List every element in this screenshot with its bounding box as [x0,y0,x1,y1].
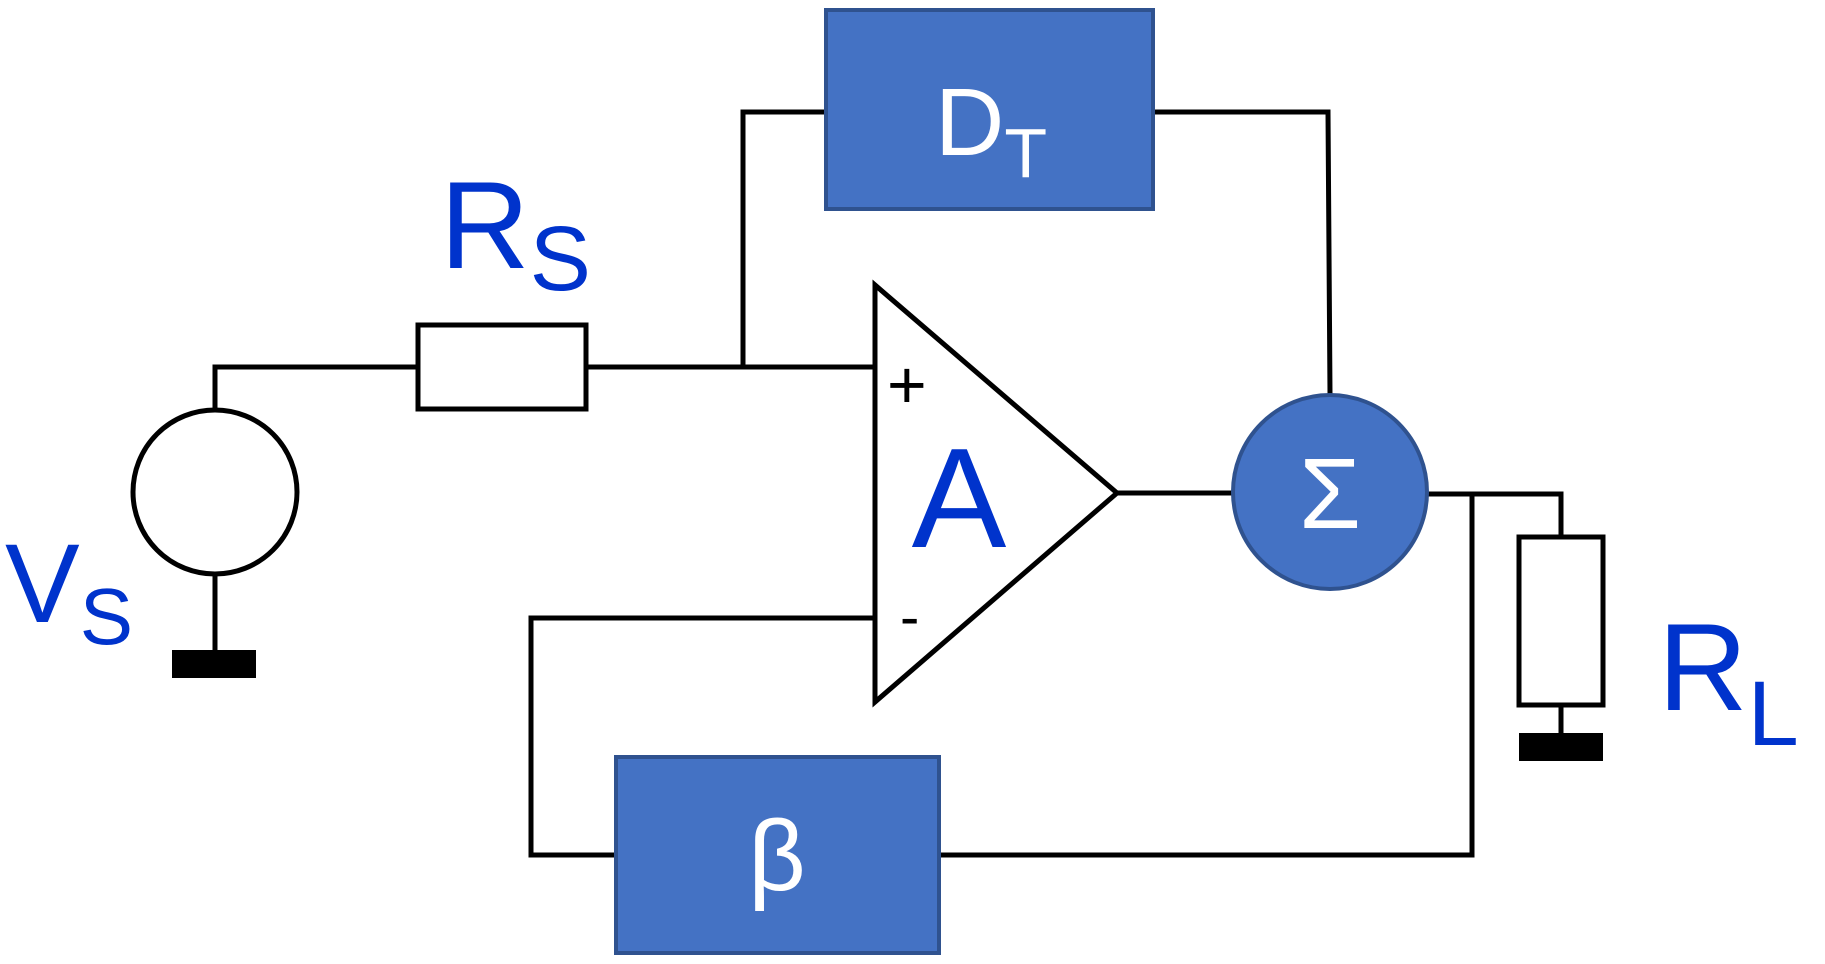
source-label-sub: S [80,572,133,661]
wire-source-to-rs [212,364,421,413]
source-label: VS [5,521,133,661]
wire-beta-to-minus [528,615,878,858]
amp-minus-label: - [900,585,919,650]
rs-label-main: R [440,157,530,295]
dt-label-main: D [935,69,1004,176]
dt-label-sub: T [1004,114,1047,192]
rs-resistor-symbol [415,322,589,412]
rs-label-sub: S [530,208,591,310]
amplifier-symbol [872,279,1121,708]
dt-label: DT [935,69,1047,192]
beta-label: β [748,800,806,912]
rl-resistor-symbol [1516,534,1606,708]
wire-sum-to-rl [1424,491,1564,540]
rl-ground-symbol [1519,733,1603,761]
wires [212,109,1564,858]
wire-to-dt [740,109,829,370]
wire-output-to-beta [936,491,1475,858]
source-ground-symbol [172,650,256,678]
source-label-main: V [5,521,80,646]
rl-label-sub: L [1748,663,1799,765]
wire-dt-to-sum [1150,109,1333,397]
amp-label: A [912,419,1007,578]
sum-junction-symbol [1231,393,1429,591]
voltage-source-symbol [130,407,300,577]
rs-label: RS [440,157,591,310]
rl-label-main: R [1658,599,1748,737]
rl-label: RL [1658,599,1799,765]
beta-block [614,755,941,955]
amp-plus-label: + [887,347,927,423]
sum-label: Σ [1299,438,1361,550]
dt-block [824,8,1155,211]
